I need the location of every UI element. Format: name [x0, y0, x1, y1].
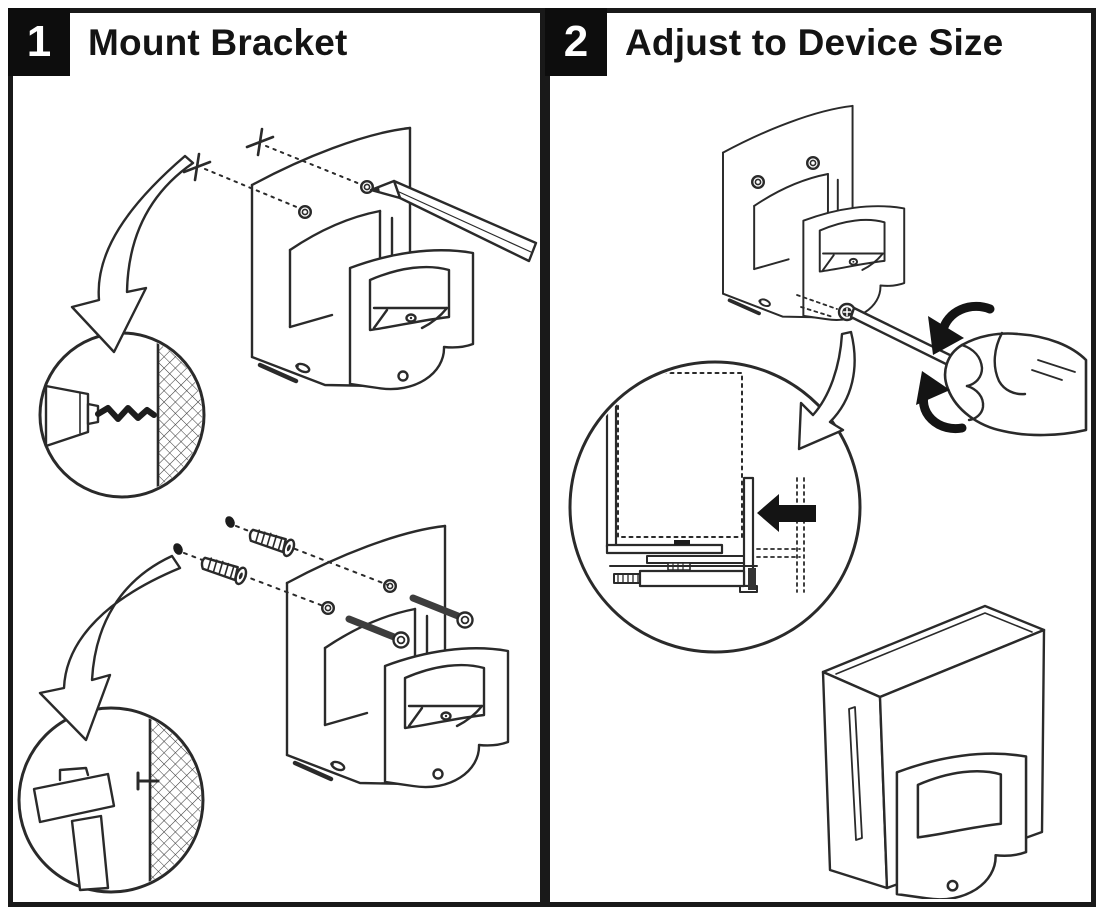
step-2-header: 2 Adjust to Device Size	[545, 8, 1096, 80]
step-1-panel: 1 Mount Bracket	[8, 8, 545, 907]
push-arrow	[757, 494, 816, 532]
device-in-bracket-illustration	[821, 604, 1046, 899]
clamp-adjust-detail-circle	[568, 360, 862, 654]
anchor-pin	[136, 771, 160, 791]
hand-icon	[943, 331, 1088, 437]
bracket-clamp-front	[895, 752, 1028, 899]
rotation-arrows	[916, 301, 995, 434]
hammer-detail-circle	[17, 706, 205, 894]
bracket-pencil-marking-illustration	[182, 127, 538, 389]
mounting-screw	[345, 615, 410, 649]
step-1-header: 1 Mount Bracket	[8, 8, 545, 80]
wall-hole	[173, 543, 183, 555]
pencil-icon	[369, 179, 538, 263]
drill-icon	[44, 384, 157, 448]
step-2-badge: 2	[545, 8, 607, 76]
anchors-screws-illustration	[173, 516, 508, 787]
wall-anchor	[198, 551, 250, 587]
screw-axis-dashes	[796, 294, 838, 318]
step-2-panel: 2 Adjust to Device Size	[545, 8, 1096, 907]
step-1-badge: 1	[8, 8, 70, 76]
curved-arrow-to-drill-detail	[70, 154, 195, 354]
marking-guide-dashed-lines	[204, 145, 361, 209]
step-1-title: Mount Bracket	[88, 22, 348, 63]
step-2-title: Adjust to Device Size	[625, 22, 1004, 63]
bracket-adjustment-illustration	[723, 106, 1088, 437]
drill-detail-circle	[38, 331, 206, 499]
wall-anchor	[246, 523, 298, 559]
curved-arrow-to-detail	[797, 330, 856, 451]
step-1-artwork	[17, 75, 538, 894]
wall-mark-crosses	[182, 127, 275, 182]
previous-position-ghost-dashes	[756, 477, 805, 593]
device-vent-slot	[848, 706, 863, 841]
mounting-screw	[409, 594, 474, 629]
hammer-icon	[32, 766, 116, 892]
adjustment-screw-mechanism	[609, 565, 758, 590]
curved-arrow-to-hammer-detail	[38, 554, 182, 742]
wall-hole	[225, 516, 235, 528]
device-outline-dashed	[617, 372, 743, 538]
step-2-artwork	[568, 75, 1088, 899]
